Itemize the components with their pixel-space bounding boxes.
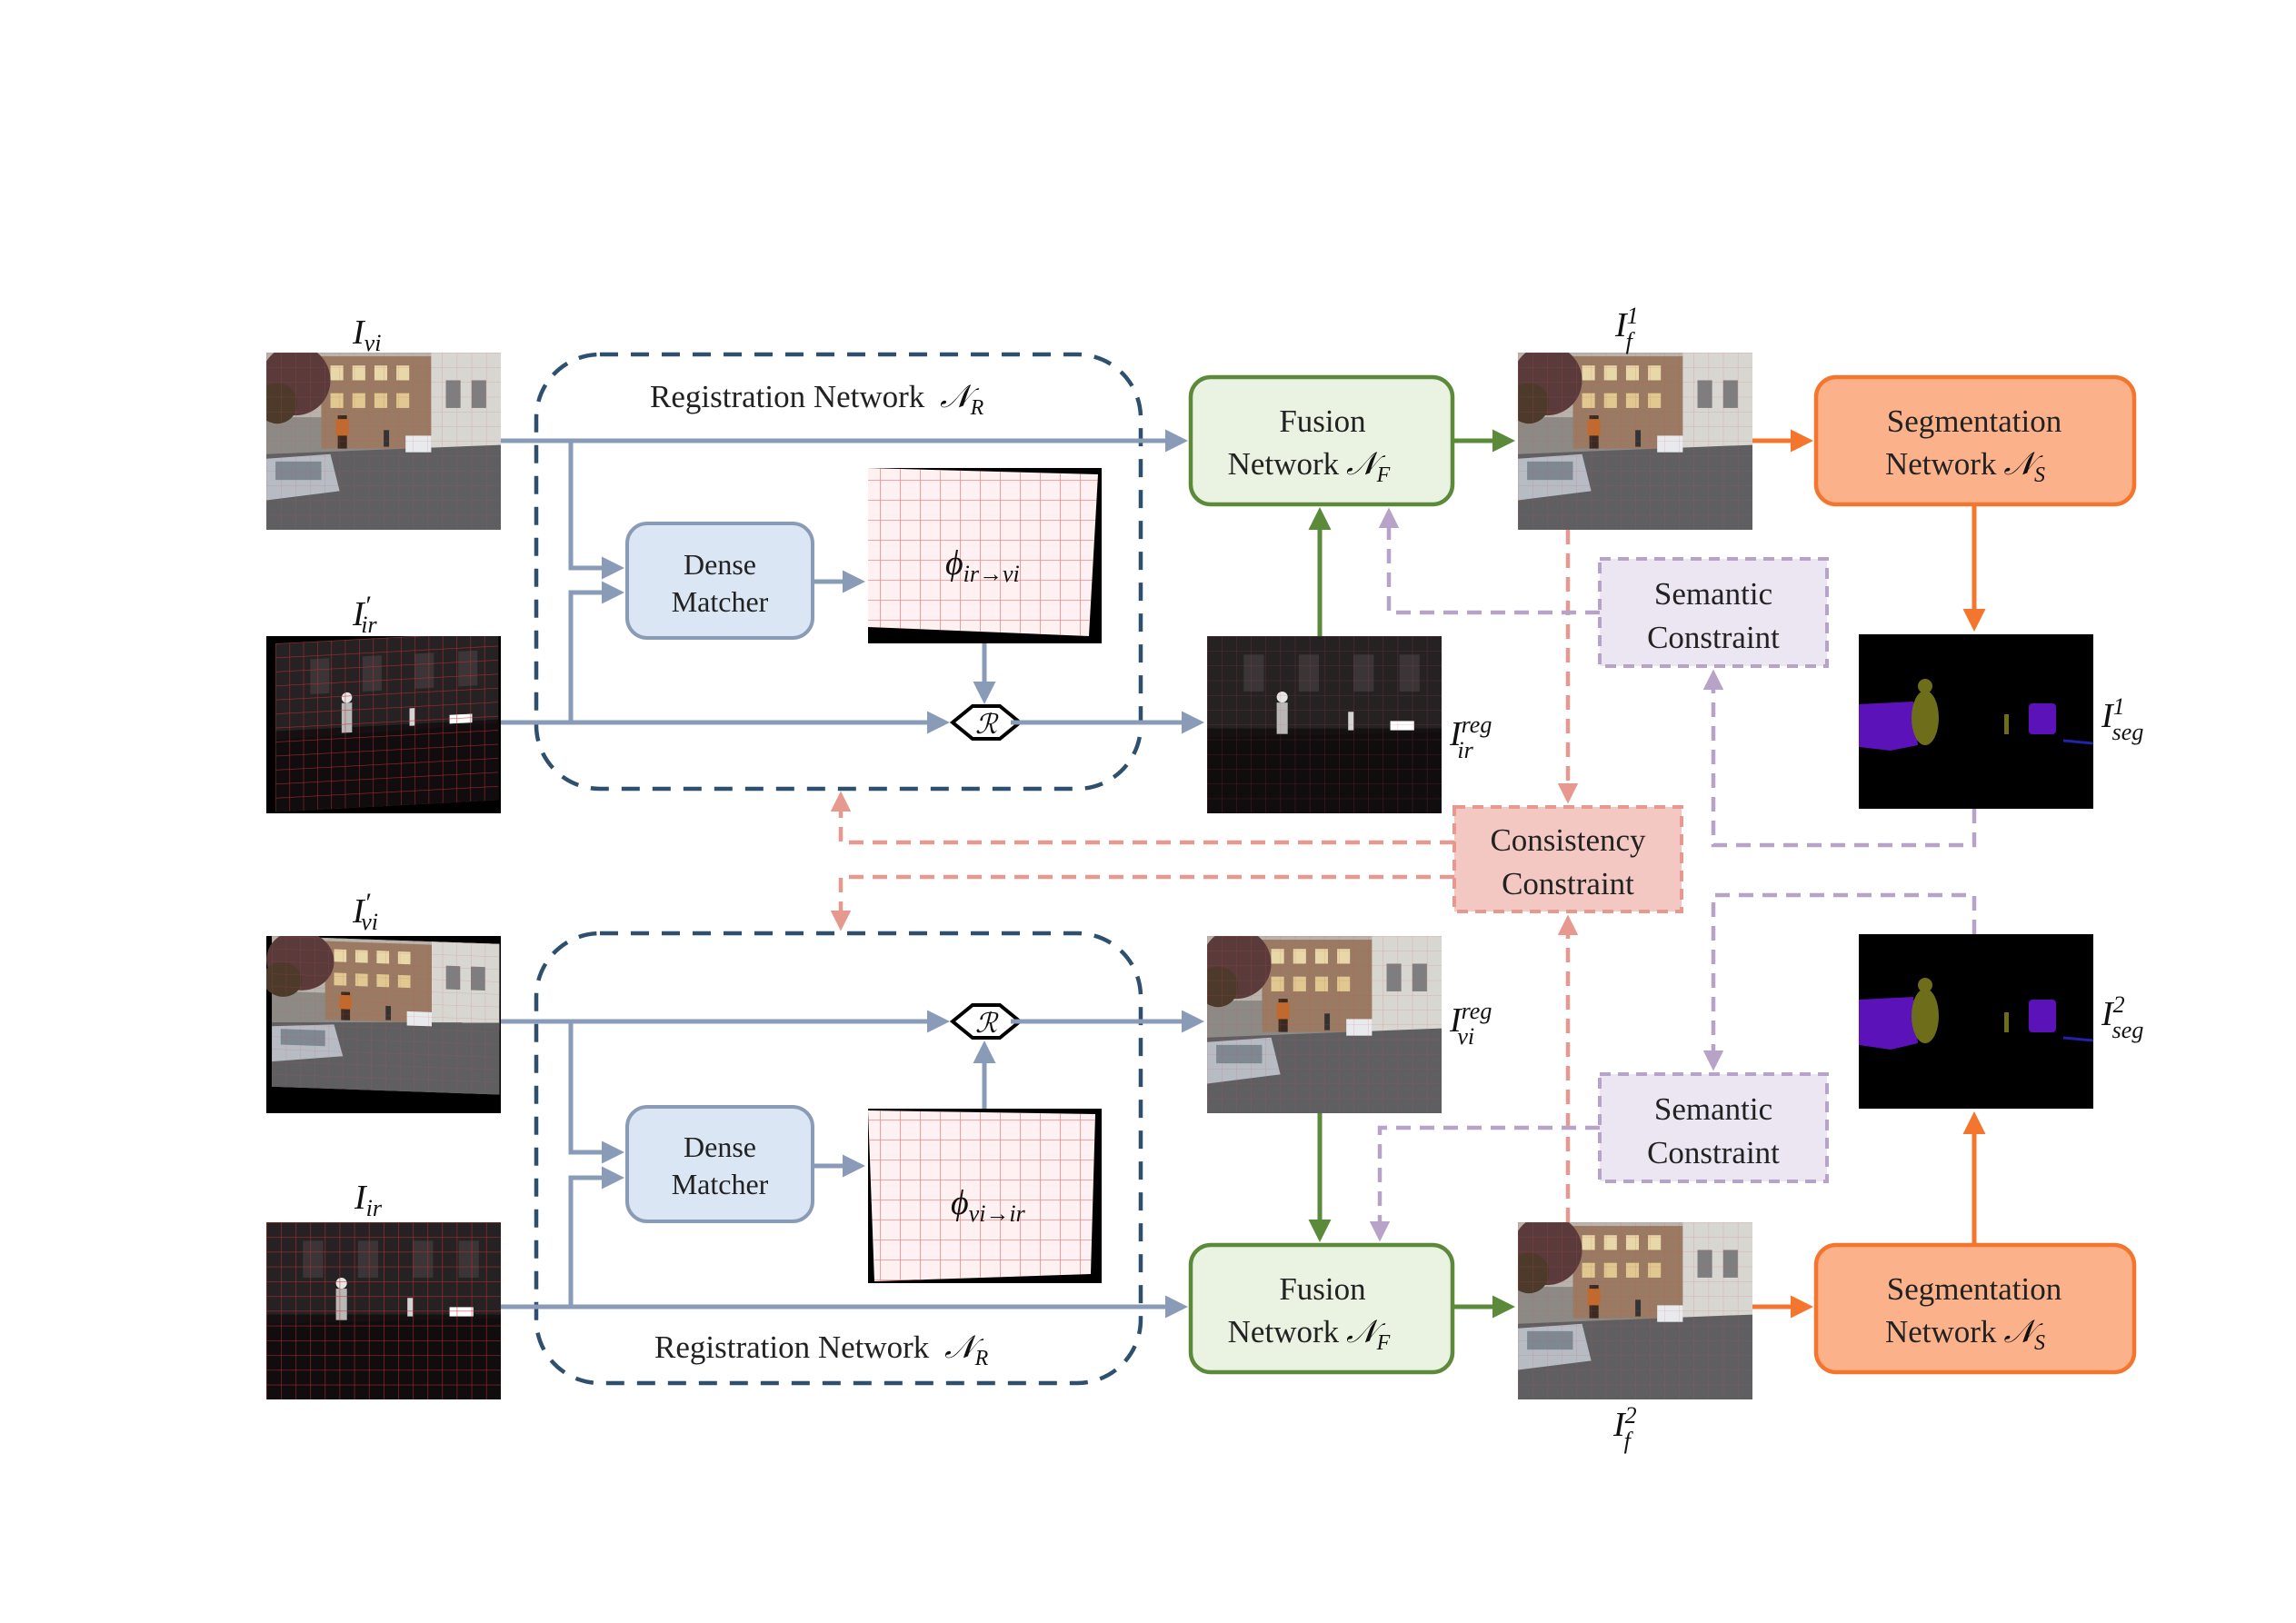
dense-matcher-bottom: Dense Matcher bbox=[625, 1105, 814, 1223]
image-ir bbox=[266, 1222, 501, 1399]
semantic-arrows bbox=[1369, 507, 1977, 1242]
label-I-ir: Iir bbox=[354, 1179, 383, 1221]
image-fused-2 bbox=[1518, 1222, 1752, 1399]
semantic-constraint-top: Semantic Constraint bbox=[1598, 557, 1829, 668]
svg-text:ℛ: ℛ bbox=[975, 710, 999, 740]
resample-operator-top: ℛ bbox=[949, 704, 1023, 741]
consistency-constraint: Consistency Constraint bbox=[1452, 805, 1683, 913]
registration-network-bottom-frame bbox=[534, 931, 1143, 1386]
image-vi bbox=[266, 353, 501, 530]
svg-text:Dense: Dense bbox=[684, 548, 756, 581]
fusion-arrows bbox=[1308, 429, 1515, 1319]
svg-text:Consistency: Consistency bbox=[1490, 822, 1646, 858]
registration-arrows bbox=[501, 429, 1204, 1319]
svg-text:Segmentation: Segmentation bbox=[1887, 403, 2061, 439]
registration-network-bottom-label: Registration Network 𝒩R bbox=[654, 1329, 989, 1370]
registration-network-top-label: Registration Network 𝒩R bbox=[650, 379, 984, 420]
label-I-vi: Ivi bbox=[352, 314, 381, 356]
svg-text:Semantic: Semantic bbox=[1654, 576, 1772, 612]
svg-text:Fusion: Fusion bbox=[1279, 403, 1365, 439]
dense-matcher-top: Dense Matcher bbox=[625, 522, 814, 640]
image-ir-reg bbox=[1207, 636, 1442, 813]
image-vi-reg bbox=[1207, 936, 1442, 1113]
svg-text:Constraint: Constraint bbox=[1647, 620, 1780, 655]
svg-text:Constraint: Constraint bbox=[1647, 1135, 1780, 1170]
svg-text:Constraint: Constraint bbox=[1502, 866, 1634, 901]
deformation-field-ir-to-vi: ϕir→vi bbox=[868, 468, 1102, 643]
svg-text:ϕvi→ir: ϕvi→ir bbox=[951, 1184, 1026, 1227]
label-I-ir-prime: I′ir bbox=[352, 591, 377, 638]
svg-text:Semantic: Semantic bbox=[1654, 1091, 1772, 1127]
image-fused-1 bbox=[1518, 353, 1752, 530]
image-ir-prime bbox=[266, 636, 501, 813]
svg-text:Dense: Dense bbox=[684, 1130, 756, 1163]
image-vi-prime bbox=[266, 936, 501, 1113]
svg-text:ϕir→vi: ϕir→vi bbox=[945, 544, 1020, 587]
segmentation-arrows bbox=[1752, 429, 1986, 1319]
segmentation-map-2 bbox=[1859, 934, 2094, 1109]
semantic-constraint-bottom: Semantic Constraint bbox=[1598, 1072, 1829, 1183]
svg-text:Matcher: Matcher bbox=[672, 1168, 769, 1200]
svg-text:Matcher: Matcher bbox=[672, 585, 769, 618]
svg-text:ℛ: ℛ bbox=[975, 1009, 999, 1039]
label-I-vi-prime: I′vi bbox=[352, 888, 378, 935]
segmentation-map-1 bbox=[1859, 634, 2094, 809]
resample-operator-bottom: ℛ bbox=[949, 1003, 1023, 1040]
svg-text:Segmentation: Segmentation bbox=[1887, 1271, 2061, 1307]
deformation-field-vi-to-ir: ϕvi→ir bbox=[868, 1109, 1102, 1283]
svg-text:Fusion: Fusion bbox=[1279, 1271, 1365, 1307]
consistency-arrows bbox=[830, 530, 1579, 1222]
registration-network-top-frame bbox=[534, 352, 1143, 792]
